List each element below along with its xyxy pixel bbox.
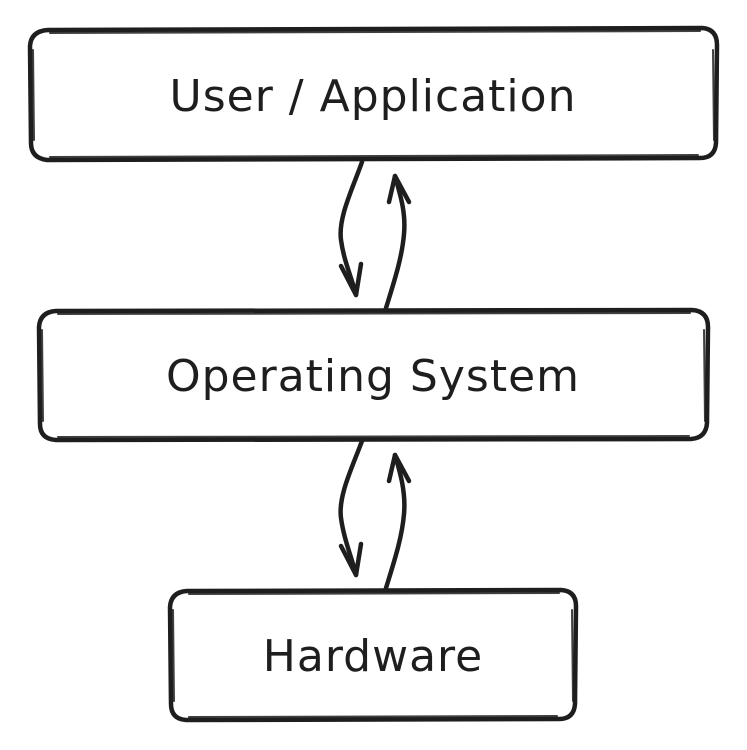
arrow-down-head: [338, 261, 364, 298]
user-application-box: [27, 25, 720, 163]
user-application-node: User / Application: [27, 25, 720, 163]
arrow-up-line: [383, 173, 407, 311]
hardware-label: Hardware: [263, 631, 483, 682]
arrow-up-head: [386, 452, 412, 484]
operating-system-node: Operating System: [36, 307, 711, 443]
arrow-down-line: [338, 438, 365, 578]
arrow-down-line: [338, 159, 365, 298]
arrow-down-head: [338, 541, 364, 578]
user-application-label: User / Application: [170, 71, 577, 122]
arrow-up-head: [386, 173, 412, 205]
arrow-up-line: [383, 452, 407, 591]
operating-system-box-sketch: [41, 312, 706, 438]
connector-os-hardware: [338, 438, 412, 591]
operating-system-box: [36, 307, 711, 443]
hardware-box-sketch: [172, 592, 574, 718]
hardware-node: Hardware: [167, 587, 579, 723]
operating-system-label: Operating System: [166, 351, 580, 402]
connector-user-os: [338, 159, 412, 311]
hardware-box: [167, 587, 579, 723]
user-application-box-sketch: [32, 30, 715, 158]
